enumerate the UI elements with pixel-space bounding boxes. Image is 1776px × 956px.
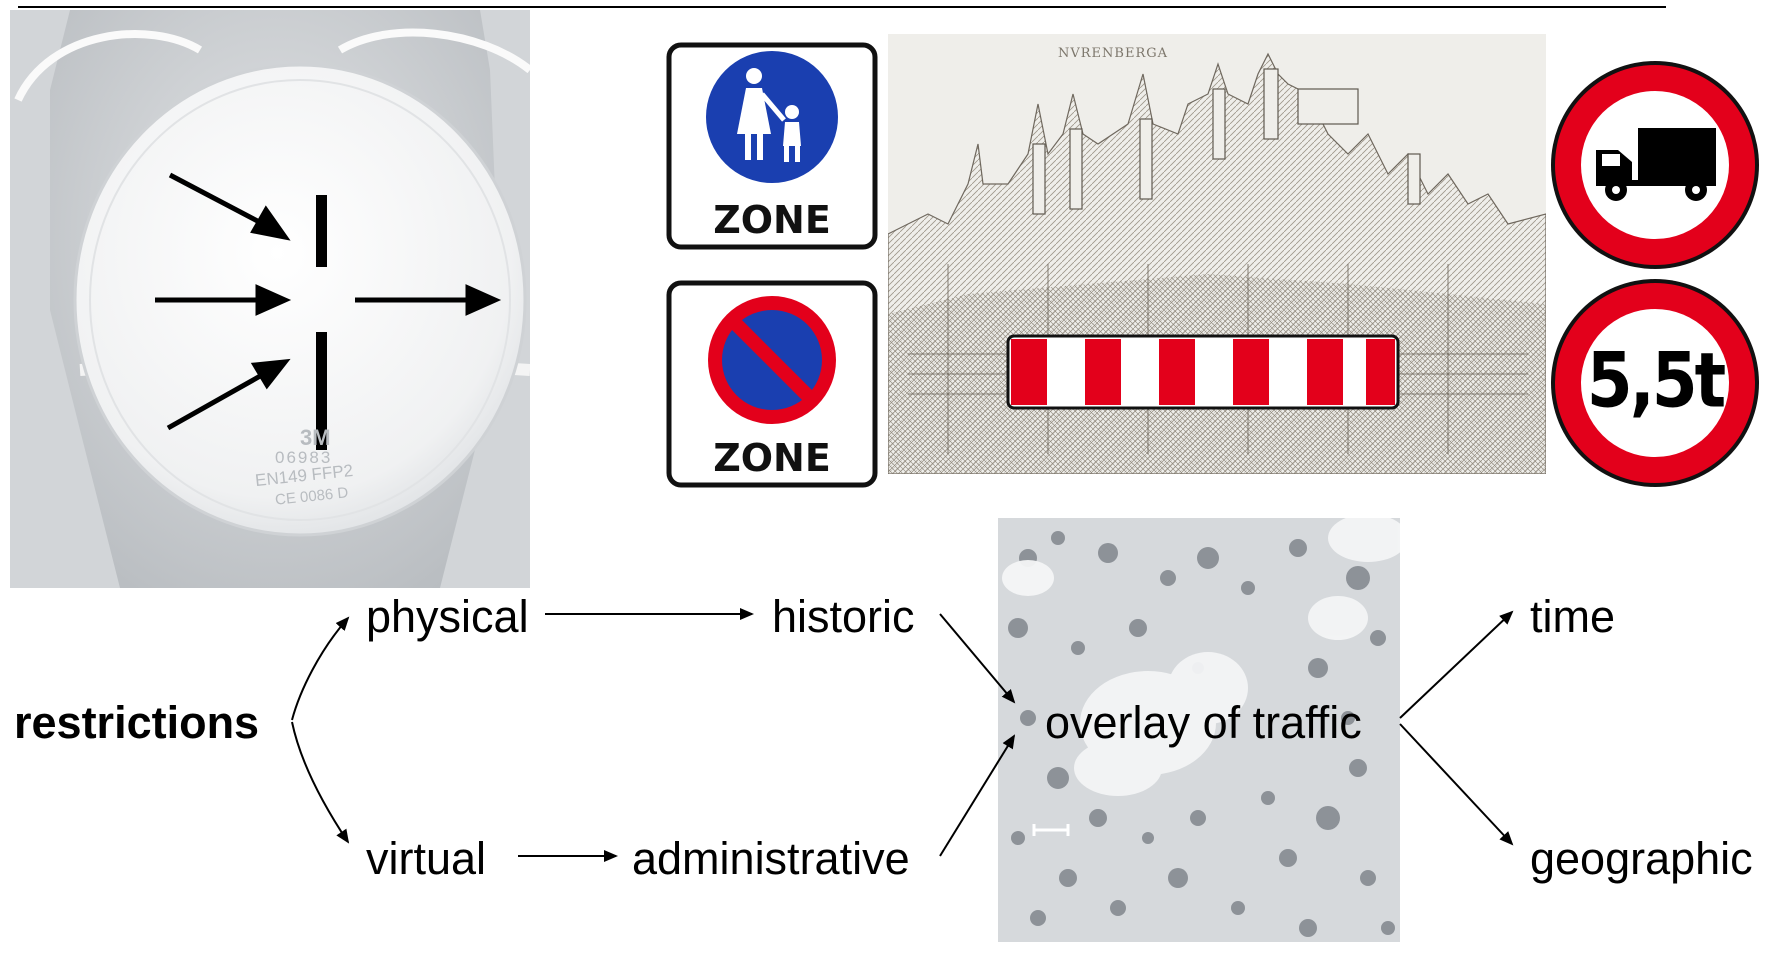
overlay-of-traffic-label: overlay of traffic bbox=[1045, 697, 1362, 748]
physical-label: physical bbox=[366, 591, 529, 642]
arrow-overlay-geographic bbox=[1399, 723, 1514, 846]
pedestrian-zone-label: ZONE bbox=[713, 198, 831, 242]
top-divider bbox=[18, 6, 1666, 8]
virtual-label: virtual bbox=[366, 833, 487, 884]
mask-brand: 3M bbox=[300, 425, 331, 450]
arrow-historic-overlay bbox=[939, 613, 1016, 704]
weight-limit-sign: 5,5t bbox=[1548, 276, 1762, 490]
no-parking-zone-label: ZONE bbox=[713, 436, 831, 480]
arrow-administrative-overlay bbox=[939, 734, 1016, 857]
arrow-overlay-time bbox=[1399, 610, 1514, 719]
mask-photo: 3M 06983 EN149 FFP2 CE 0086 D bbox=[10, 10, 530, 588]
administrative-label: administrative bbox=[632, 833, 910, 884]
time-label: time bbox=[1530, 591, 1616, 642]
weight-limit-label: 5,5t bbox=[1586, 336, 1726, 425]
arrow-to-virtual bbox=[291, 721, 350, 844]
geographic-label: geographic bbox=[1530, 833, 1753, 884]
restrictions-label: restrictions bbox=[14, 697, 260, 748]
pedestrian-zone-sign: ZONE bbox=[666, 42, 878, 250]
micrograph-image bbox=[998, 518, 1400, 942]
no-parking-zone-sign: ZONE bbox=[666, 280, 878, 488]
arrow-to-physical bbox=[291, 616, 350, 721]
engraving-title: NVRENBERGA bbox=[1058, 46, 1169, 61]
no-trucks-sign bbox=[1548, 58, 1762, 272]
mask-model: 06983 bbox=[275, 448, 333, 467]
historic-city-engraving: NVRENBERGA bbox=[888, 34, 1546, 474]
historic-label: historic bbox=[772, 591, 915, 642]
